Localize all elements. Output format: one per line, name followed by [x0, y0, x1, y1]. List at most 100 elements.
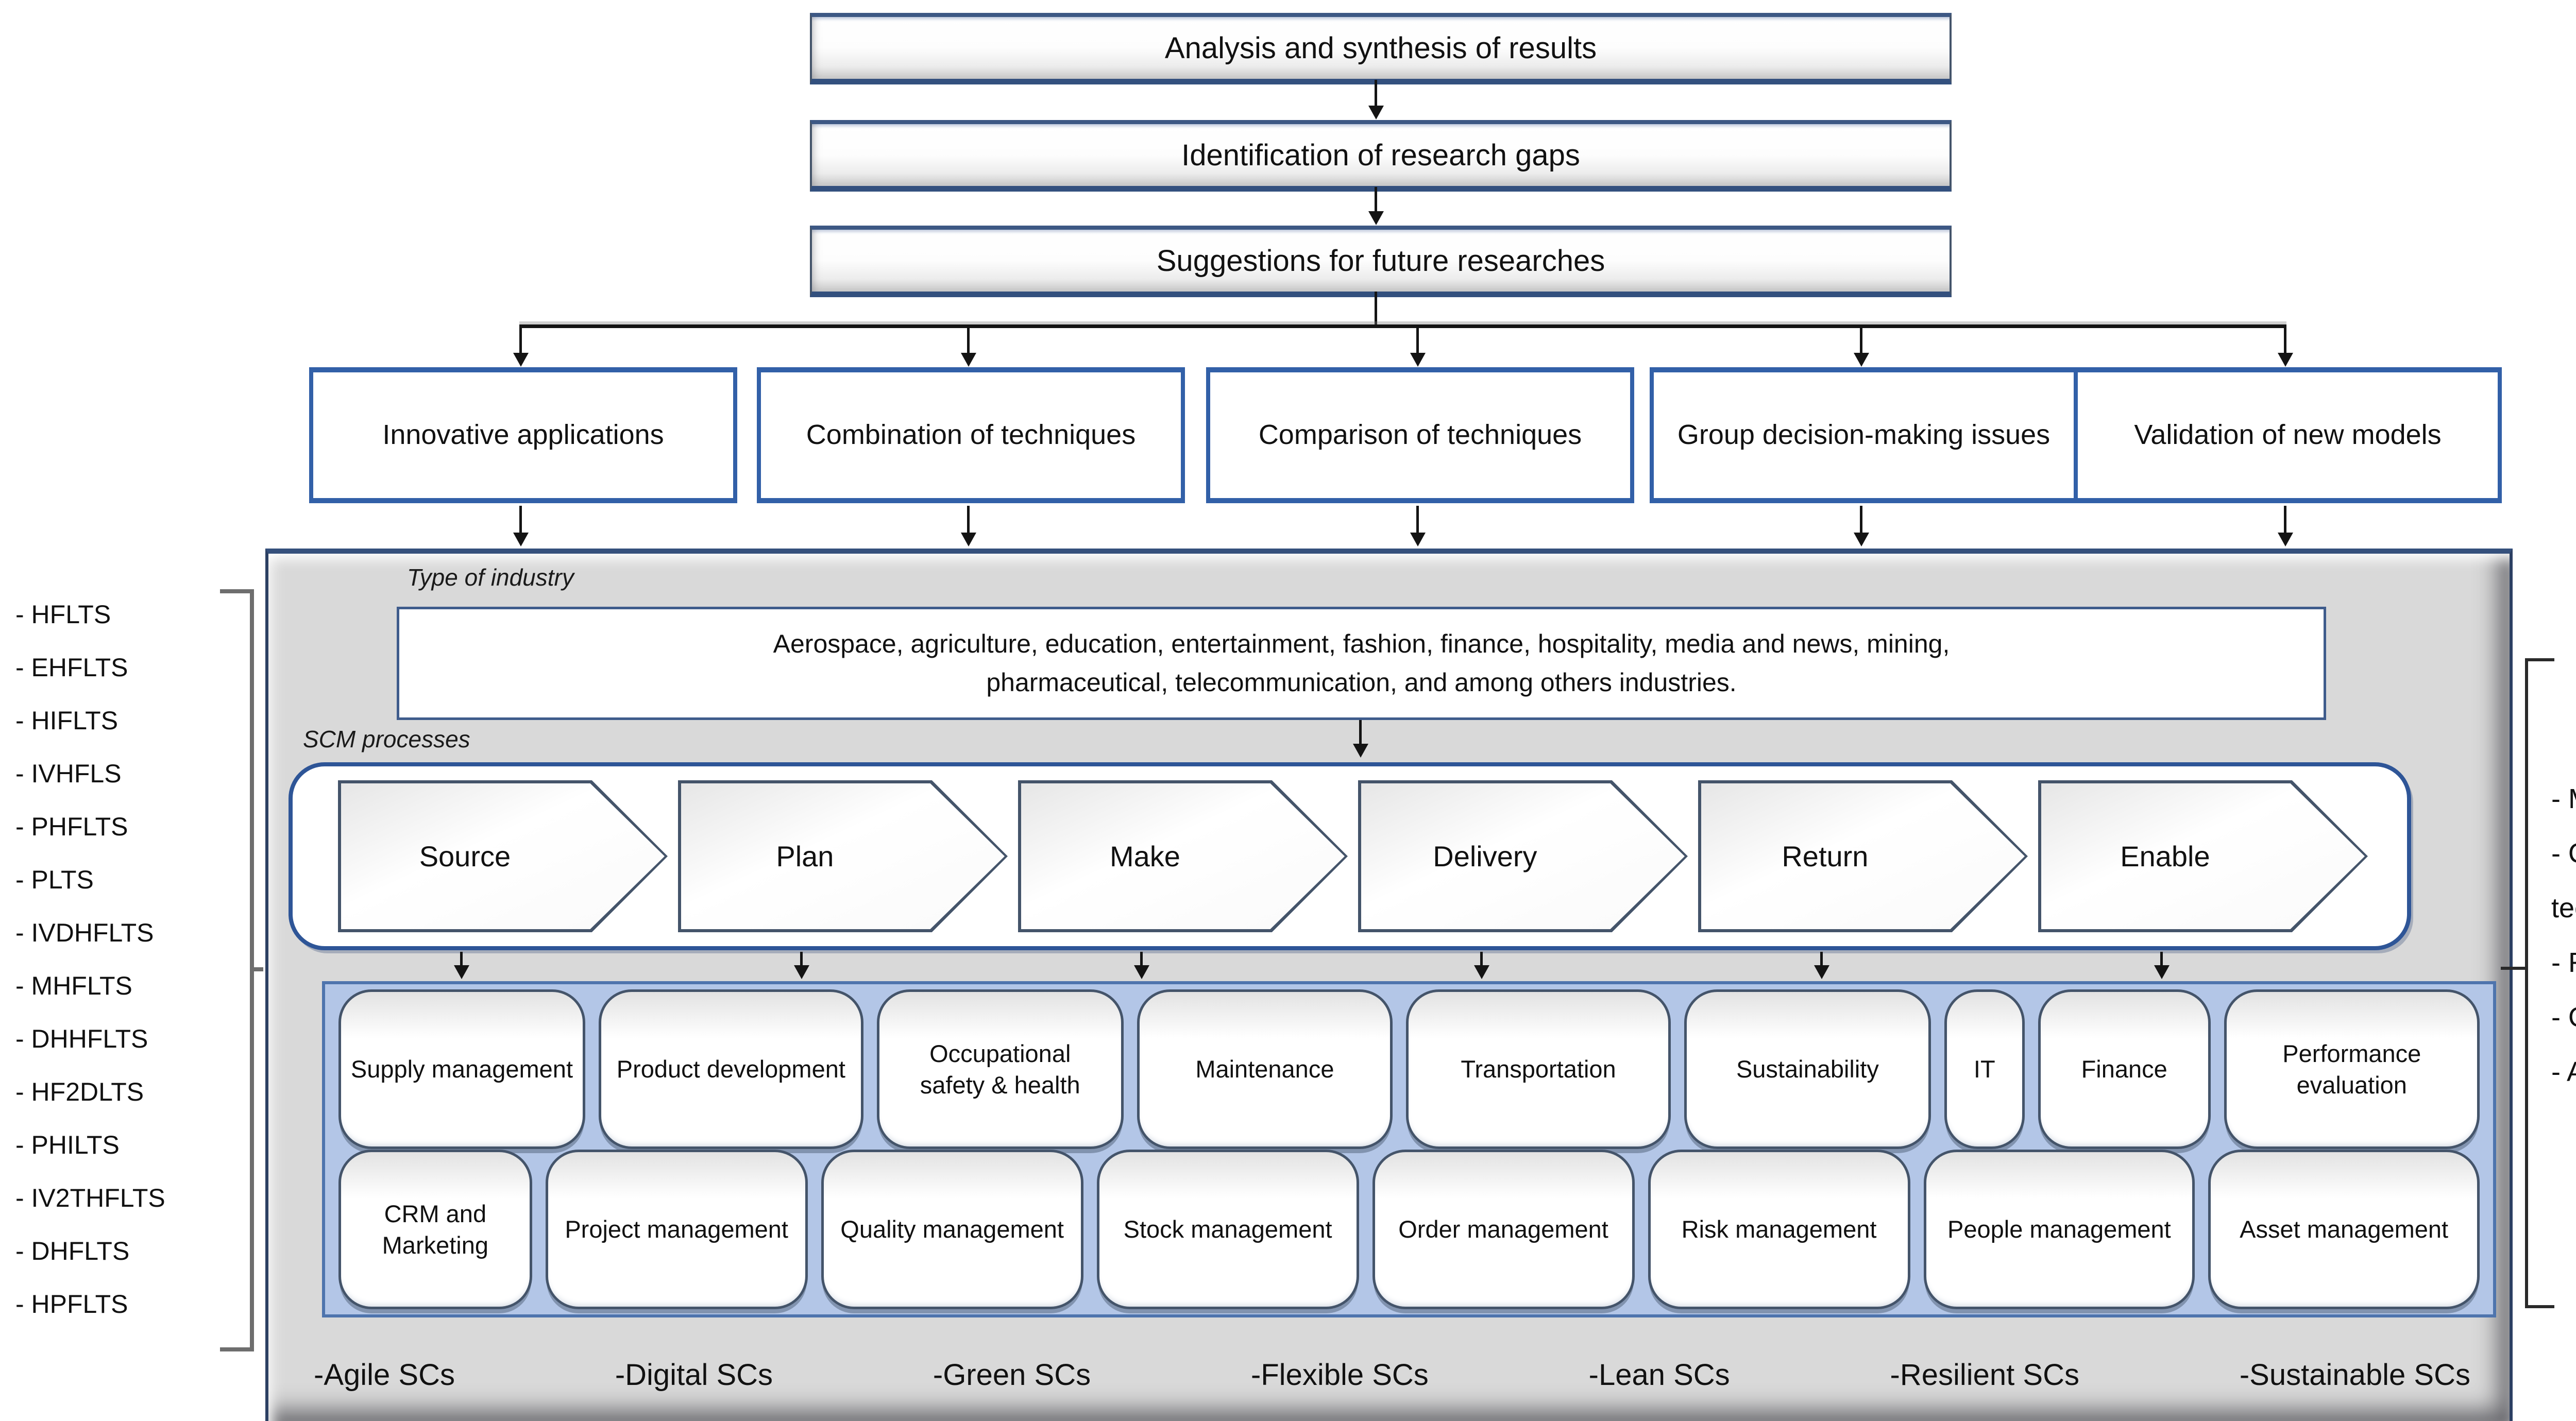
- list-item: - DHHFLTS: [15, 1024, 148, 1053]
- chevron-make-label: Make: [1021, 783, 1345, 929]
- flow-box-future-research-label: Suggestions for future researches: [1156, 244, 1605, 278]
- gap-box-label: Group decision-making issues: [1677, 419, 2050, 451]
- solution-methods-list: - MCDM methods - Quality management tech…: [2551, 772, 2576, 1099]
- chevron-enable-label: Enable: [2041, 783, 2365, 929]
- sc-type-flexible: -Flexible SCs: [1250, 1358, 1429, 1392]
- list-item: - MHFLTS: [15, 971, 132, 1000]
- function-box-it: IT: [1944, 989, 2025, 1149]
- function-box-crm-marketing: CRM and Marketing: [338, 1150, 532, 1309]
- function-label: Order management: [1398, 1215, 1608, 1243]
- function-box-maintenance: Maintenance: [1137, 989, 1393, 1149]
- function-box-stock-management: Stock management: [1096, 1150, 1359, 1309]
- arrow-delivery-down: [1474, 952, 1489, 979]
- arrow-to-combination: [961, 328, 976, 367]
- function-label: Maintenance: [1195, 1055, 1334, 1083]
- arrow-industry-to-scm: [1353, 720, 1368, 758]
- sc-type-resilient: -Resilient SCs: [1890, 1358, 2079, 1392]
- gap-box-label: Combination of techniques: [806, 419, 1136, 451]
- arrow-to-innovative: [513, 328, 529, 367]
- gap-box-label: Innovative applications: [382, 419, 664, 451]
- scm-processes-label: SCM processes: [303, 726, 470, 752]
- chevron-source-label: Source: [341, 783, 665, 929]
- list-item: - EHFLTS: [15, 653, 128, 682]
- connector-drop-line: [1375, 292, 1377, 326]
- flow-box-research-gaps-label: Identification of research gaps: [1181, 138, 1580, 172]
- function-box-product-development: Product development: [598, 989, 863, 1149]
- chevron-delivery-label: Delivery: [1361, 783, 1685, 929]
- list-item: - DHFLTS: [15, 1237, 130, 1265]
- gap-box-group-decision-making: Group decision-making issues: [1650, 367, 2078, 503]
- list-item: - PHFLTS: [15, 812, 128, 841]
- function-label: CRM and Marketing: [382, 1200, 489, 1259]
- type-of-industry-label: Type of industry: [407, 564, 574, 591]
- function-label: Supply management: [350, 1055, 573, 1083]
- function-label: Performance evaluation: [2282, 1039, 2421, 1099]
- connector-horizontal-line: [519, 324, 2286, 328]
- arrow-group-to-container: [1854, 506, 1869, 546]
- list-item: - IVDHFLTS: [15, 918, 154, 947]
- chevron-return: Return: [1698, 780, 2028, 932]
- sc-type-lean: -Lean SCs: [1588, 1358, 1730, 1392]
- gap-box-combination-of-techniques: Combination of techniques: [757, 367, 1185, 503]
- sc-type-digital: -Digital SCs: [615, 1358, 773, 1392]
- linguistic-term-sets-list: - HFLTS - EHFLTS - HIFLTS - IVHFLS - PHF…: [15, 588, 237, 1331]
- function-box-finance: Finance: [2038, 989, 2211, 1149]
- function-box-sustainability: Sustainability: [1684, 989, 1931, 1149]
- gap-box-comparison-of-techniques: Comparison of techniques: [1206, 367, 1634, 503]
- arrow-enable-down: [2154, 952, 2170, 979]
- function-box-project-management: Project management: [545, 1150, 808, 1309]
- list-item: - HFLTS: [15, 600, 111, 629]
- industry-list-box: Aerospace, agriculture, education, enter…: [397, 607, 2326, 720]
- flow-box-future-research: Suggestions for future researches: [810, 226, 1952, 297]
- list-item: - PLTS: [15, 865, 94, 894]
- chevron-return-label: Return: [1701, 783, 2025, 929]
- left-bracket: [220, 589, 263, 1351]
- function-box-occupational-safety: Occupational safety & health: [876, 989, 1124, 1149]
- list-item: - Optimization methods: [2551, 1002, 2576, 1033]
- function-label: Product development: [616, 1055, 845, 1083]
- flow-box-research-gaps: Identification of research gaps: [810, 120, 1952, 192]
- list-item: - AI methods: [2551, 1056, 2576, 1087]
- chevron-make: Make: [1018, 780, 1348, 932]
- list-item: - IVHFLS: [15, 759, 122, 788]
- arrow-return-down: [1814, 952, 1829, 979]
- arrow-analysis-to-gaps: [1368, 80, 1384, 119]
- function-box-quality-management: Quality management: [821, 1150, 1083, 1309]
- industry-line-1: Aerospace, agriculture, education, enter…: [773, 629, 1950, 658]
- gap-box-validation-of-new-models: Validation of new models: [2074, 367, 2502, 503]
- arrow-make-down: [1134, 952, 1149, 979]
- gap-box-label: Comparison of techniques: [1258, 419, 1582, 451]
- arrow-combination-to-container: [961, 506, 976, 546]
- arrow-source-down: [454, 952, 469, 979]
- function-box-supply-management: Supply management: [338, 989, 585, 1149]
- supply-chain-types-band: -Agile SCs -Digital SCs -Green SCs -Flex…: [281, 1337, 2506, 1399]
- arrow-comparison-to-container: [1410, 506, 1426, 546]
- scm-functions-panel: Supply management Product development Oc…: [322, 981, 2496, 1317]
- gap-box-innovative-applications: Innovative applications: [309, 367, 737, 503]
- list-item: - Quality management techniques: [2551, 838, 2576, 923]
- function-label: Asset management: [2240, 1215, 2449, 1243]
- list-item: - IV2THFLTS: [15, 1184, 165, 1212]
- arrow-innovative-to-container: [513, 506, 529, 546]
- arrow-validation-to-container: [2278, 506, 2293, 546]
- scm-process-strip: Source Plan Make Delivery Return Enable: [289, 762, 2411, 950]
- gap-box-label: Validation of new models: [2134, 419, 2442, 451]
- chevron-source: Source: [338, 780, 668, 932]
- function-box-order-management: Order management: [1372, 1150, 1635, 1309]
- list-item: - Risk evaluation methods: [2551, 947, 2576, 978]
- industry-line-2: pharmaceutical, telecommunication, and a…: [986, 668, 1737, 697]
- list-item: - HIFLTS: [15, 706, 118, 735]
- flow-box-analysis-label: Analysis and synthesis of results: [1164, 31, 1597, 65]
- function-label: Finance: [2081, 1055, 2167, 1083]
- list-item: - HPFLTS: [15, 1290, 128, 1319]
- arrow-gaps-to-suggestions: [1368, 187, 1384, 225]
- function-label: IT: [1973, 1055, 1995, 1083]
- list-item: - HF2DLTS: [15, 1077, 144, 1106]
- functions-row-2: CRM and Marketing Project management Qua…: [338, 1150, 2480, 1309]
- function-label: Occupational safety & health: [920, 1039, 1080, 1099]
- function-label: Project management: [565, 1215, 788, 1243]
- arrow-to-group-decision: [1854, 328, 1869, 367]
- sc-type-green: -Green SCs: [933, 1358, 1091, 1392]
- functions-row-1: Supply management Product development Oc…: [338, 989, 2480, 1149]
- function-label: Stock management: [1123, 1215, 1332, 1243]
